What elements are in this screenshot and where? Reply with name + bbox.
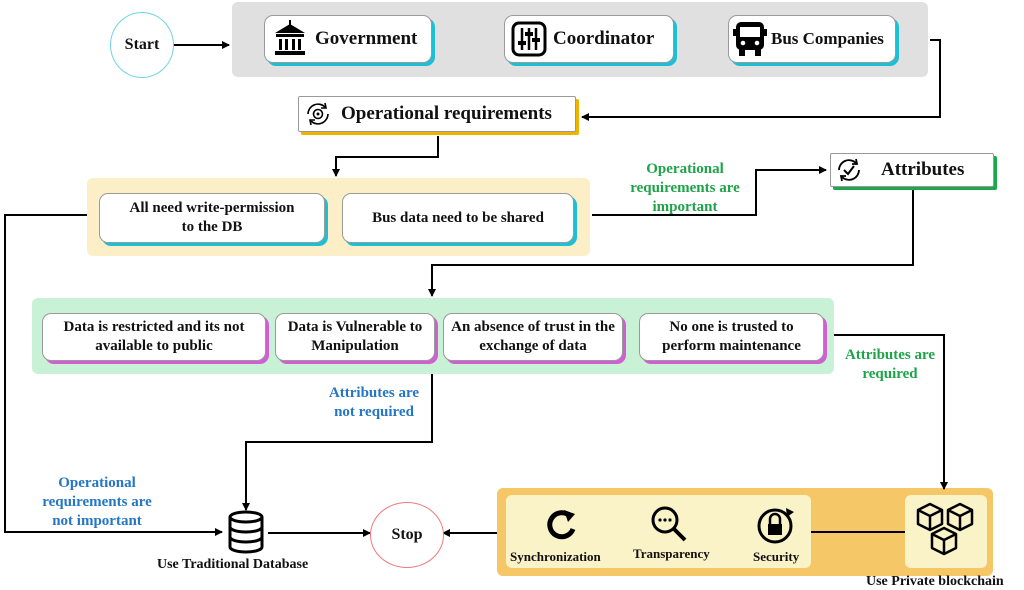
arrow-important-to-attributes [592,166,827,216]
attribute-card-restricted: Data is restricted and its not available… [42,313,266,361]
coordinator-label: Coordinator [553,28,655,50]
lock-icon [757,508,794,544]
sliders-icon [511,21,547,57]
arrow-not-important-to-db [4,214,223,536]
security-label: Security [753,549,800,564]
attribute-text-vulnerable: Data is Vulnerable to Manipulation [287,319,423,354]
label-operational-not-important: Operational requirements are not importa… [42,475,152,529]
government-card: Government [264,15,432,63]
arrow-not-required-to-db [242,374,433,511]
label-attributes-not-required: Attributes are not required [328,385,420,420]
label-operational-important: Operational requirements are important [630,161,740,215]
arrow-actors-to-operational [581,39,941,121]
transparency-label: Transparency [633,546,710,561]
operational-requirements-box: Operational requirements [298,96,576,132]
synchronization-label: Synchronization [510,549,601,564]
attribute-card-trust: An absence of trust in the exchange of d… [443,313,623,361]
attribute-text-restricted: Data is restricted and its not available… [63,319,245,354]
bus-companies-label: Bus Companies [771,29,884,49]
arrow-attributes-to-items [428,189,914,297]
stop-node: Stop [370,502,444,568]
bus-icon [733,22,767,56]
attribute-text-maintenance: No one is trusted to perform maintenance [662,319,801,354]
label-attributes-required: Attributes are required [844,347,936,382]
cubes-icon [916,502,974,556]
private-blockchain-label: Use Private blockchain [866,574,1004,589]
attribute-card-vulnerable: Data is Vulnerable to Manipulation [275,313,435,361]
write-permission-text: All need write-permission to the DB [129,200,295,235]
bus-data-shared-card: Bus data need to be shared [342,193,574,243]
check-cycle-icon [838,158,860,182]
government-label: Government [315,28,418,50]
traditional-database-label: Use Traditional Database [157,557,309,572]
refresh-icon [547,510,576,540]
start-label: Start [124,36,160,53]
operational-requirements-title: Operational requirements [341,103,552,125]
database-icon [228,510,264,554]
start-node: Start [110,12,174,78]
stop-label: Stop [391,526,423,543]
arrow-operational-to-items [332,136,439,177]
bus-companies-card: Bus Companies [728,15,896,63]
gear-cycle-icon [307,102,329,126]
coordinator-card: Coordinator [504,15,674,63]
attributes-title: Attributes [881,159,965,181]
write-permission-card: All need write-permission to the DB [99,193,325,243]
bus-data-shared-text: Bus data need to be shared [372,209,544,226]
attributes-box: Attributes [830,153,994,187]
magnifier-icon [651,506,687,542]
attribute-text-trust: An absence of trust in the exchange of d… [451,319,615,354]
arrow-required-to-blockchain [834,334,948,490]
attribute-card-maintenance: No one is trusted to perform maintenance [639,313,824,361]
blockchain-icon-panel [905,495,987,568]
government-building-icon [275,20,305,55]
